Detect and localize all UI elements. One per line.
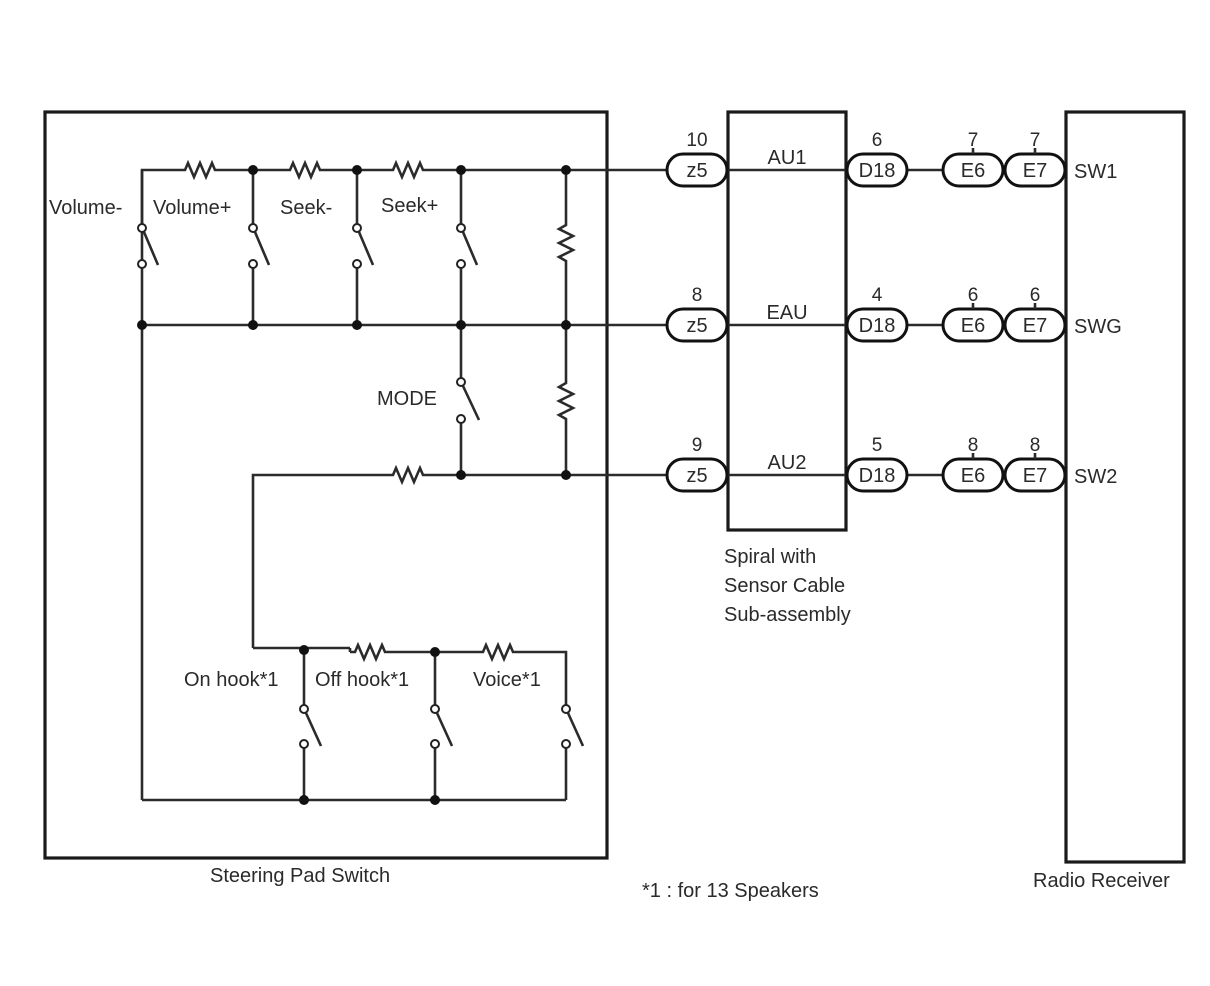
connector-e6: E67: [941, 130, 1005, 188]
resistor: [178, 161, 222, 179]
switch-on-hook: [299, 704, 323, 749]
pin-number: 10: [686, 130, 707, 151]
label-seek-plus: Seek+: [381, 195, 438, 217]
connector-e7: E77: [1003, 130, 1067, 188]
connector-code: E6: [961, 465, 985, 487]
pin-number: 5: [872, 435, 883, 456]
connector-code: D18: [859, 315, 896, 337]
connector-z5: z59: [665, 435, 729, 493]
connector-code: E7: [1023, 465, 1047, 487]
pin-number: 9: [692, 435, 703, 456]
label-off-hook: Off hook*1: [315, 669, 409, 691]
steering-pad-switch-label: Steering Pad Switch: [210, 865, 390, 887]
connector-code: D18: [859, 465, 896, 487]
switch-symbols: [137, 223, 481, 424]
switch-volume-plus: [248, 223, 271, 269]
pin-number: 4: [872, 285, 883, 306]
connector-code: z5: [686, 160, 707, 182]
spiral-signal-label: AU2: [768, 452, 807, 474]
label-seek-minus: Seek-: [280, 197, 332, 219]
switch-off-hook: [430, 704, 454, 749]
switch-branches: [140, 170, 575, 800]
resistor: [386, 466, 430, 484]
label-volume-minus: Volume-: [49, 197, 122, 219]
radio-terminal-label: SW1: [1074, 161, 1117, 183]
junction-dots: [137, 165, 571, 805]
connector-e6: E66: [941, 285, 1005, 343]
switch-volume-minus: [137, 223, 160, 269]
radio-terminal-label: SWG: [1074, 316, 1122, 338]
connector-e7: E78: [1003, 435, 1067, 493]
pin-number: 8: [692, 285, 703, 306]
radio-receiver-label: Radio Receiver: [1033, 870, 1170, 892]
radio-receiver-box: [1064, 110, 1186, 864]
connector-code: z5: [686, 465, 707, 487]
resistor: [283, 161, 327, 179]
pin-number: 6: [1030, 285, 1041, 306]
connector-code: E7: [1023, 315, 1047, 337]
switch-seek-minus: [352, 223, 375, 269]
connector-code: D18: [859, 160, 896, 182]
spiral-cable-label-line2: Sensor Cable: [724, 575, 845, 597]
switch-mode: [456, 377, 481, 424]
label-on-hook: On hook*1: [184, 669, 279, 691]
pin-number: 8: [1030, 435, 1041, 456]
resistor: [386, 161, 430, 179]
connector-z5: z58: [665, 285, 729, 343]
spiral-signal-label: AU1: [768, 147, 807, 169]
spiral-signal-label: EAU: [766, 302, 807, 324]
connector-code: E6: [961, 315, 985, 337]
pin-number: 8: [968, 435, 979, 456]
circuit-rows: z510D186E67E77AU1SW1z58D184E66E76EAUSWGz…: [665, 130, 1122, 493]
connector-code: E6: [961, 160, 985, 182]
connector-e6: E68: [941, 435, 1005, 493]
spiral-cable-label-line1: Spiral with: [724, 546, 816, 568]
connector-code: E7: [1023, 160, 1047, 182]
pin-number: 7: [968, 130, 979, 151]
resistor: [348, 643, 392, 661]
label-mode: MODE: [377, 388, 437, 410]
spiral-cable-label-line3: Sub-assembly: [724, 604, 851, 626]
pin-number: 6: [968, 285, 979, 306]
connector-e7: E76: [1003, 285, 1067, 343]
radio-terminal-label: SW2: [1074, 466, 1117, 488]
label-volume-plus: Volume+: [153, 197, 231, 219]
steering-pad-switch-box: [43, 110, 609, 860]
footnote: *1 : for 13 Speakers: [642, 880, 819, 902]
au2-rail: [251, 466, 667, 648]
resistor: [476, 643, 520, 661]
label-voice: Voice*1: [473, 669, 541, 691]
resistor: [557, 376, 575, 424]
pin-number: 7: [1030, 130, 1041, 151]
switch-seek-plus: [456, 223, 479, 269]
pin-number: 6: [872, 130, 883, 151]
resistor: [557, 218, 575, 266]
connector-code: z5: [686, 315, 707, 337]
switch-voice: [561, 704, 585, 749]
